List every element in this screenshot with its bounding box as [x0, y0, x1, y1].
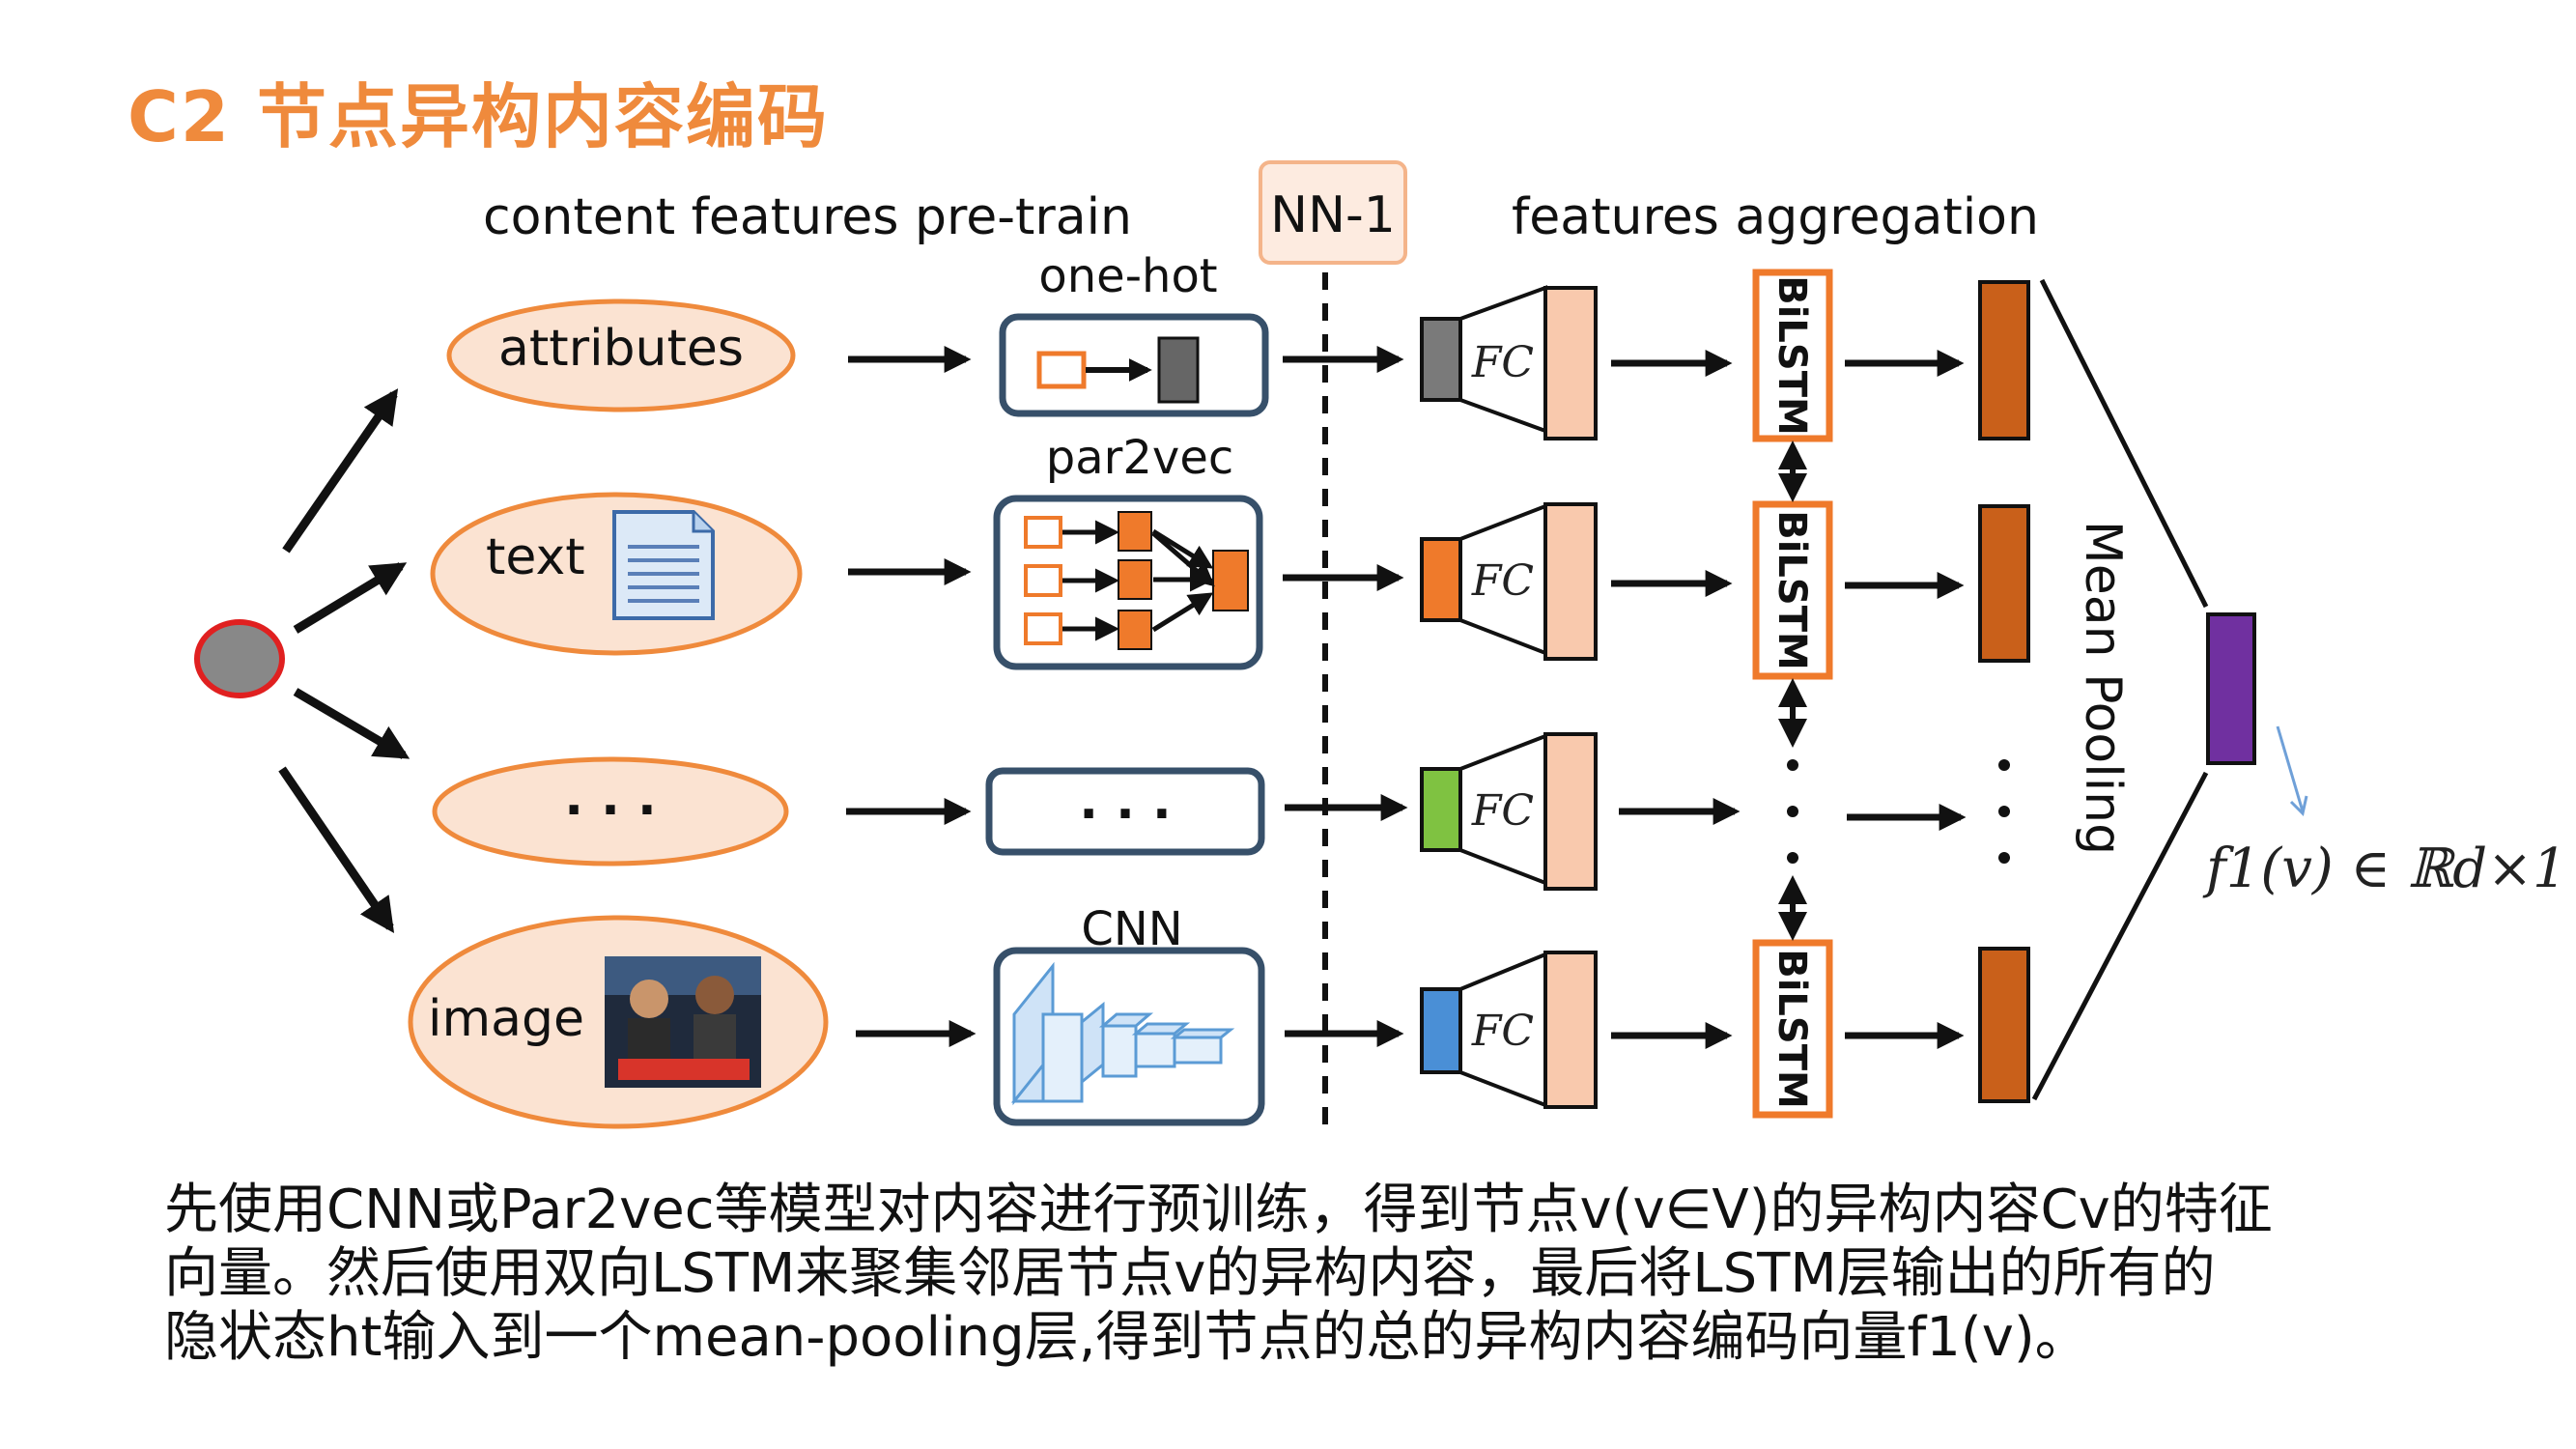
nn-badge: NN-1: [1259, 160, 1407, 265]
fc-label: FC: [1471, 338, 1534, 387]
fanout-arrow-image: [278, 766, 395, 933]
fanout-arrow-text: [293, 562, 408, 634]
encoder-label-par2vec: par2vec: [1046, 431, 1233, 485]
fc-label: FC: [1471, 786, 1534, 836]
section-label-aggregation: features aggregation: [1512, 188, 2039, 246]
section-label-pretrain: content features pre-train: [483, 188, 1132, 246]
input-image: image: [408, 915, 829, 1129]
encoder-misc: · · ·: [985, 767, 1265, 856]
input-label-text: text: [486, 528, 585, 586]
fc-block-misc: FC: [1420, 732, 1598, 891]
fc-label: FC: [1471, 1007, 1534, 1056]
fanout-arrow-attributes: [282, 388, 399, 554]
input-label-misc: · · ·: [564, 781, 656, 839]
bilstm-cell-3: BiLSTM: [1752, 939, 1833, 1119]
encoder-onehot: [999, 313, 1269, 417]
output-formula: f1(v) ∈ ℝd×1: [2202, 838, 2567, 900]
bilstm-cell-2: BiLSTM: [1752, 500, 1833, 680]
mean-pooling-label: Mean Pooling: [2074, 521, 2132, 855]
fc-block-text: FC: [1420, 502, 1598, 661]
caption-line-2: 向量。然后使用双向LSTM来聚集邻居节点v的异构内容，最后将LSTM层输出的所有…: [164, 1242, 2216, 1305]
input-attributes: attributes: [446, 298, 796, 412]
input-misc: · · ·: [432, 756, 789, 867]
bilstm-cell-1: BiLSTM: [1752, 269, 1833, 442]
caption: 先使用CNN或Par2vec等模型对内容进行预训练，得到节点v(v∈V)的异构内…: [164, 1179, 2482, 1370]
caption-line-1: 先使用CNN或Par2vec等模型对内容进行预训练，得到节点v(v∈V)的异构内…: [164, 1179, 2273, 1241]
fc-block-attributes: FC: [1420, 285, 1598, 440]
movie-poster-image: [605, 956, 761, 1088]
fc-block-image: FC: [1420, 951, 1598, 1109]
encoder-misc-label: · · ·: [1079, 785, 1171, 843]
fanout-arrow-misc: [293, 688, 410, 759]
bilstm-label: BiLSTM: [1769, 949, 1814, 1109]
nn-badge-label: NN-1: [1270, 186, 1396, 244]
input-text: text: [430, 492, 803, 656]
architecture-diagram: content features pre-train features aggr…: [194, 160, 2567, 1129]
hidden-states: [1978, 280, 2030, 1103]
encoder-par2vec: [993, 495, 1263, 670]
bilstm-ellipsis: [1787, 759, 1798, 864]
caption-line-3: 隐状态ht输入到一个mean-pooling层,得到节点的总的异构内容编码向量f…: [164, 1306, 2089, 1369]
input-label-image: image: [428, 990, 584, 1048]
bilstm-label: BiLSTM: [1769, 275, 1814, 436]
fc-label: FC: [1471, 556, 1534, 606]
final-vector: [2206, 612, 2256, 765]
encoder-cnn: [993, 947, 1265, 1126]
hidden-state-ellipsis: [1998, 759, 2010, 864]
encoder-label-onehot: one-hot: [1038, 249, 1217, 303]
source-node: [194, 619, 285, 698]
bilstm-label: BiLSTM: [1769, 510, 1814, 670]
slide-title: C2 节点异构内容编码: [127, 76, 830, 157]
document-icon: [612, 510, 715, 620]
input-label-attributes: attributes: [498, 320, 744, 378]
